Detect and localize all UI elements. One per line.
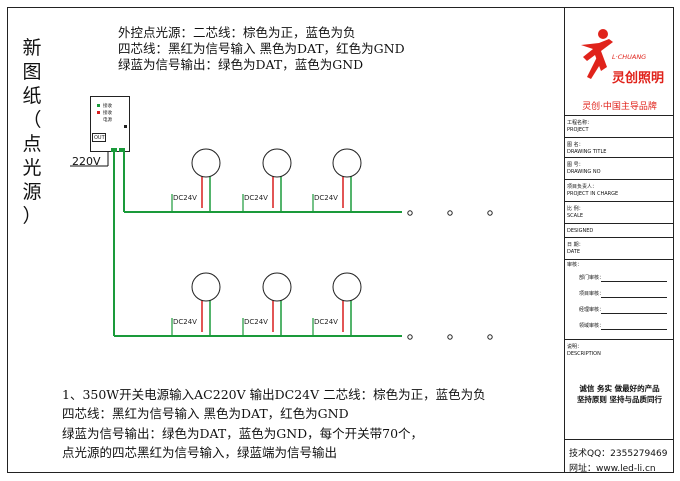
point-light-lamp: [262, 272, 292, 302]
top-note-line-3: 绿蓝为信号输出：绿色为DAT，蓝色为GND: [118, 57, 364, 72]
row-label-en: PROJECT: [567, 127, 589, 133]
top-note-line-2: 四芯线：黑红为信号输入 黑色为DAT，红色为GND: [118, 41, 405, 56]
title-row: DESIGNED: [565, 224, 674, 238]
lamp-voltage-label: DC24V: [314, 194, 338, 202]
title-char: 图: [22, 61, 42, 83]
bottom-note-line-4: 点光源的四芯黑红为信号输入，绿蓝端为信号输出: [62, 445, 338, 460]
row-label-cn: 图 名：: [567, 142, 584, 148]
controller-label-b: 接收: [103, 111, 112, 116]
controller-label-c: 电源: [103, 118, 112, 123]
signature-line: [601, 329, 667, 330]
signature-line: [601, 281, 667, 282]
row-label-en: SCALE: [567, 213, 584, 219]
approval-row: 审核：: [565, 260, 674, 340]
continuation-dot: [407, 210, 413, 216]
row-label-en: PROJECT IN CHARGE: [567, 191, 619, 197]
lamp-voltage-label: DC24V: [173, 318, 197, 326]
drawing-frame: [7, 7, 674, 473]
continuation-dot: [447, 334, 453, 340]
controller-label-a: 接收: [103, 104, 112, 109]
title-row: 图 号： DRAWING NO: [565, 158, 674, 180]
row-label-en: DATE: [567, 249, 581, 255]
signature-line: [601, 313, 667, 314]
row-label-cn: 工程名称：: [567, 120, 593, 126]
continuation-dot: [447, 210, 453, 216]
row-label-en: DRAWING TITLE: [567, 149, 607, 155]
bottom-note-line-1: 1、350W开关电源输入AC220V 输出DC24V 二芯线：棕色为正，蓝色为负: [62, 387, 486, 402]
approval-label: 部门审核：: [579, 275, 605, 281]
approval-label: 项目审核：: [579, 291, 605, 297]
logo-figure-icon: [581, 29, 613, 79]
continuation-dot: [407, 334, 413, 340]
row-label-en: DRAWING NO: [567, 169, 601, 175]
point-light-lamp: [332, 148, 362, 178]
wiring-diagram: [70, 148, 493, 340]
lamp-voltage-label: DC24V: [244, 194, 268, 202]
point-light-lamp: [262, 148, 292, 178]
connector-pin: [124, 125, 127, 128]
row-label-cn: 图 号：: [567, 162, 584, 168]
title-char: 新: [22, 37, 42, 59]
point-light-lamp: [191, 272, 221, 302]
title-char: 光: [22, 157, 42, 179]
lamp-voltage-label: DC24V: [173, 194, 197, 202]
terminal-green: [111, 148, 117, 152]
bottom-note-line-2: 四芯线：黑红为信号输入 黑色为DAT，红色为GND: [62, 406, 349, 421]
title-block: L·CHUANG 灵创照明 灵创·中国主导品牌 工程名称： PROJECT 图 …: [564, 7, 674, 474]
title-char: （: [22, 109, 42, 131]
continuation-dot: [487, 334, 493, 340]
drawing-title-vertical: 新 图 纸 （ 点 光 源 ）: [18, 36, 46, 228]
row-label-en: DESIGNED: [567, 228, 594, 234]
approval-label: 领域审核：: [579, 323, 605, 329]
bottom-note-line-3: 绿蓝为信号输出：绿色为DAT，蓝色为GND，每个开关带70个，: [62, 426, 424, 441]
controller-box: 接收 接收 电源 OUT: [90, 96, 130, 152]
top-note-line-1: 外控点光源：二芯线：棕色为正，蓝色为负: [118, 25, 356, 40]
company-motto: 诚信 务实 做最好的产品: [579, 384, 660, 393]
company-motto: 坚持原则 坚持与品质同行: [576, 395, 663, 404]
signature-line: [601, 297, 667, 298]
led-indicator: [97, 111, 100, 114]
title-row: 工程名称： PROJECT: [565, 116, 674, 138]
row-label-cn: 比 例：: [567, 206, 584, 212]
approval-label: 经理审核：: [579, 307, 605, 313]
logo-chinese: 灵创照明: [612, 71, 665, 86]
led-indicator: [97, 104, 100, 107]
point-light-lamp: [191, 148, 221, 178]
out-port-label: OUT: [94, 135, 105, 141]
brand-slogan: 灵创·中国主导品牌: [582, 102, 657, 112]
row-label-cn: 审核：: [567, 262, 583, 268]
lamp-voltage-label: DC24V: [314, 318, 338, 326]
contact-qq: 技术QQ：2355279469: [569, 449, 668, 459]
title-row: 项目负责人： PROJECT IN CHARGE: [565, 180, 674, 202]
point-light-lamp: [332, 272, 362, 302]
lamp-voltage-label: DC24V: [244, 318, 268, 326]
logo-english: L·CHUANG: [612, 53, 647, 61]
title-char: 点: [22, 133, 42, 155]
contact-website: 网址：www.led-li.cn: [569, 464, 656, 474]
title-char: 纸: [22, 85, 42, 107]
title-row: 日 期： DATE: [565, 238, 674, 260]
description-row: 说明： DESCRIPTION: [565, 340, 674, 440]
input-voltage-label: 220V: [72, 155, 101, 168]
title-char: ）: [22, 205, 42, 227]
title-row: 图 名： DRAWING TITLE: [565, 138, 674, 158]
row-label-cn: 日 期：: [567, 242, 584, 248]
continuation-dot: [487, 210, 493, 216]
row-label-en: DESCRIPTION: [567, 351, 601, 357]
title-row: 比 例： SCALE: [565, 202, 674, 224]
title-char: 源: [22, 181, 42, 203]
terminal-green: [119, 148, 125, 152]
row-label-cn: 项目负责人：: [567, 184, 598, 190]
out-port: [92, 133, 106, 142]
row-label-cn: 说明：: [567, 344, 583, 350]
logo-cell: [565, 7, 674, 116]
